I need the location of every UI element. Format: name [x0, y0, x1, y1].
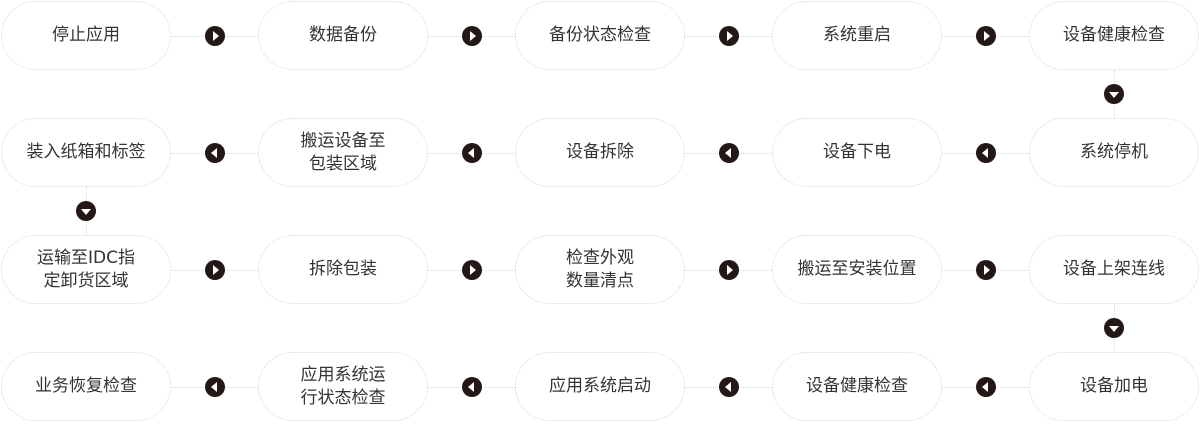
step-box: 设备上架连线: [1029, 235, 1199, 304]
arrow-left-icon: [205, 143, 225, 163]
arrow-left-icon: [205, 377, 225, 397]
step-box: 设备健康检查: [1029, 1, 1199, 70]
step-box: 设备下电: [772, 118, 942, 187]
arrow-right-icon: [976, 26, 996, 46]
step-box: 应用系统运 行状态检查: [258, 352, 428, 421]
step-box: 设备拆除: [515, 118, 685, 187]
arrow-down-icon: [1104, 84, 1124, 104]
arrow-left-icon: [462, 143, 482, 163]
arrow-left-icon: [976, 377, 996, 397]
arrow-left-icon: [462, 377, 482, 397]
arrow-down-icon: [76, 201, 96, 221]
arrow-left-icon: [719, 377, 739, 397]
arrow-right-icon: [205, 260, 225, 280]
arrow-right-icon: [205, 26, 225, 46]
arrow-down-icon: [1104, 318, 1124, 338]
step-box: 装入纸箱和标签: [1, 118, 171, 187]
step-box: 搬运设备至 包装区域: [258, 118, 428, 187]
arrow-right-icon: [719, 26, 739, 46]
arrow-right-icon: [462, 26, 482, 46]
arrow-left-icon: [976, 143, 996, 163]
step-box: 设备健康检查: [772, 352, 942, 421]
step-box: 数据备份: [258, 1, 428, 70]
step-box: 停止应用: [1, 1, 171, 70]
step-box: 搬运至安装位置: [772, 235, 942, 304]
step-box: 备份状态检查: [515, 1, 685, 70]
arrow-right-icon: [462, 260, 482, 280]
arrow-left-icon: [719, 143, 739, 163]
step-box: 系统停机: [1029, 118, 1199, 187]
step-box: 设备加电: [1029, 352, 1199, 421]
step-box: 系统重启: [772, 1, 942, 70]
arrow-right-icon: [976, 260, 996, 280]
step-box: 应用系统启动: [515, 352, 685, 421]
step-box: 拆除包装: [258, 235, 428, 304]
step-box: 业务恢复检查: [1, 352, 171, 421]
arrow-right-icon: [719, 260, 739, 280]
step-box: 检查外观 数量清点: [515, 235, 685, 304]
step-box: 运输至IDC指 定卸货区域: [1, 235, 171, 304]
